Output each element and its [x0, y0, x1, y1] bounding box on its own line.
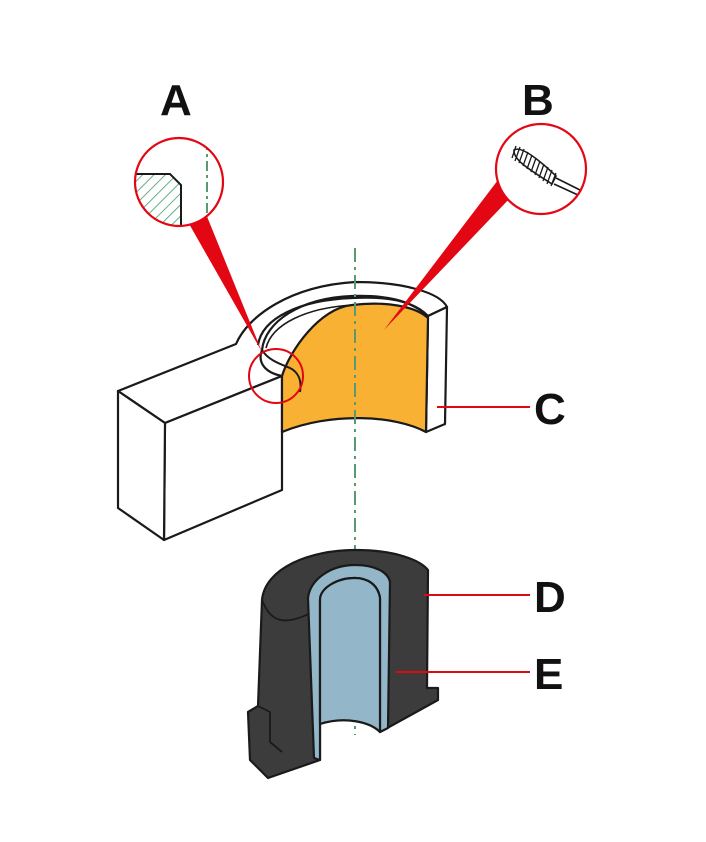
label-a: A [160, 76, 192, 125]
label-d: D [534, 573, 566, 622]
insert-bore-face [318, 576, 382, 734]
housing-left-face [116, 389, 167, 542]
detail-a-marker-circle [248, 348, 304, 404]
callout-wedge-a [188, 214, 262, 352]
label-e: E [534, 650, 563, 699]
leader-lines [248, 348, 530, 673]
label-b: B [522, 76, 554, 125]
label-c: C [534, 385, 566, 434]
bore-corner-edge [261, 349, 302, 393]
housing-block [116, 280, 449, 542]
housing-end-wall [424, 305, 449, 434]
bottle-brush-icon [511, 145, 583, 197]
detail-b-bubble [494, 122, 588, 216]
chamfer-section-icon [135, 173, 182, 226]
callout-wedge-b [384, 180, 512, 330]
insert-part [246, 548, 440, 780]
